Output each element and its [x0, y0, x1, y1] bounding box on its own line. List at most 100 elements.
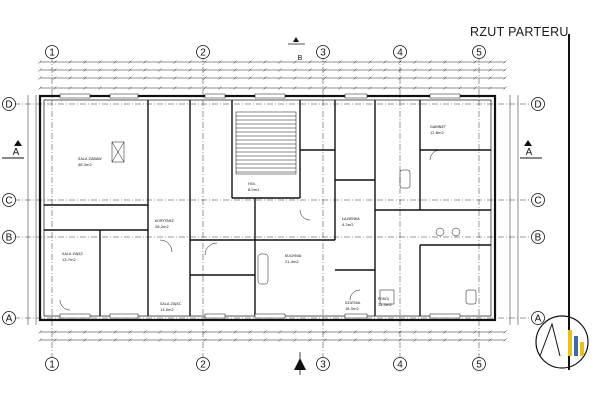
dimension-tick [98, 338, 102, 342]
dimension-tick [128, 338, 132, 342]
dimension-tick [143, 338, 147, 342]
dimension-tick [68, 86, 72, 90]
drawing-title: RZUT PARTERU [470, 25, 569, 39]
dimension-tick [158, 338, 162, 342]
dimension-tick [53, 76, 57, 80]
dimension-tick [473, 86, 477, 90]
dimension-tick [338, 338, 342, 342]
dimension-tick [473, 330, 477, 334]
dimension-tick [278, 338, 282, 342]
dimension-tick [173, 76, 177, 80]
dimension-tick [203, 76, 207, 80]
dimension-tick [158, 330, 162, 334]
dimension-tick [413, 60, 417, 64]
section-label-top: B [298, 55, 303, 62]
dimension-tick [323, 330, 327, 334]
dimension-tick [83, 330, 87, 334]
dimension-tick [128, 86, 132, 90]
dimension-tick [428, 60, 432, 64]
dimension-tick [503, 330, 507, 334]
dimension-tick [173, 86, 177, 90]
dimension-tick [173, 68, 177, 72]
axis-label-2: 2 [200, 48, 206, 59]
dimension-tick [323, 68, 327, 72]
dimension-tick [443, 330, 447, 334]
dimension-tick [188, 86, 192, 90]
company-logo [535, 315, 589, 369]
dimension-tick [338, 76, 342, 80]
axis-label-5-bottom: 5 [476, 360, 482, 371]
window [429, 93, 461, 99]
windows [59, 93, 461, 319]
dimension-tick [68, 338, 72, 342]
window [59, 93, 91, 99]
dimension-tick [203, 60, 207, 64]
dimension-tick [293, 338, 297, 342]
room-area: 28.2m2 [155, 225, 169, 229]
section-label-right: A [526, 147, 533, 158]
dimension-tick [83, 86, 87, 90]
dimension-tick [443, 86, 447, 90]
dimension-tick [53, 338, 57, 342]
dimension-tick [143, 60, 147, 64]
room-area: 22.5m2 [378, 303, 392, 307]
dimension-tick [113, 60, 117, 64]
dimension-ticks [38, 60, 507, 342]
dimension-tick [188, 338, 192, 342]
section-mark-left: A [2, 140, 24, 159]
window [204, 313, 226, 319]
dimension-tick [263, 338, 267, 342]
dimension-tick [458, 76, 462, 80]
dimension-tick [83, 76, 87, 80]
dimension-tick [113, 86, 117, 90]
dimension-tick [233, 330, 237, 334]
dimension-tick [188, 68, 192, 72]
dimension-tick [503, 76, 507, 80]
dimension-tick [308, 76, 312, 80]
dimension-tick [353, 60, 357, 64]
dimension-tick [203, 338, 207, 342]
axis-label-d-right: D [534, 100, 541, 111]
room-name: GABINET [430, 125, 447, 129]
dimension-tick [488, 76, 492, 80]
window [254, 313, 286, 319]
dimension-tick [338, 330, 342, 334]
dimension-tick [428, 86, 432, 90]
dimension-tick [263, 330, 267, 334]
dimension-tick [323, 60, 327, 64]
dimension-tick [143, 76, 147, 80]
dimension-tick [83, 68, 87, 72]
axis-label-4: 4 [397, 48, 403, 59]
dimension-tick [488, 338, 492, 342]
dimension-tick [68, 68, 72, 72]
window [109, 93, 139, 99]
interior-walls [44, 100, 491, 316]
dimension-tick [338, 86, 342, 90]
dimension-tick [383, 338, 387, 342]
outer-walls [38, 94, 497, 322]
axis-label-a: A [6, 314, 13, 325]
dimension-tick [503, 86, 507, 90]
room-name: POKÓJ [378, 296, 389, 301]
section-label-left: A [13, 147, 20, 158]
dimension-tick [158, 86, 162, 90]
dimension-tick [488, 68, 492, 72]
dimension-tick [353, 338, 357, 342]
fixtures [59, 141, 477, 311]
dimension-tick [278, 68, 282, 72]
dimension-tick [158, 68, 162, 72]
window [254, 93, 286, 99]
dimension-tick [293, 68, 297, 72]
axis-label-5: 5 [476, 48, 482, 59]
dimension-tick [308, 60, 312, 64]
dimension-tick [428, 330, 432, 334]
dimension-tick [98, 330, 102, 334]
dimension-tick [128, 60, 132, 64]
dimension-tick [293, 330, 297, 334]
room-name: SZATNIA [345, 301, 361, 305]
dimension-tick [368, 68, 372, 72]
dimension-tick [233, 68, 237, 72]
dimension-tick [263, 76, 267, 80]
dimension-tick [158, 60, 162, 64]
